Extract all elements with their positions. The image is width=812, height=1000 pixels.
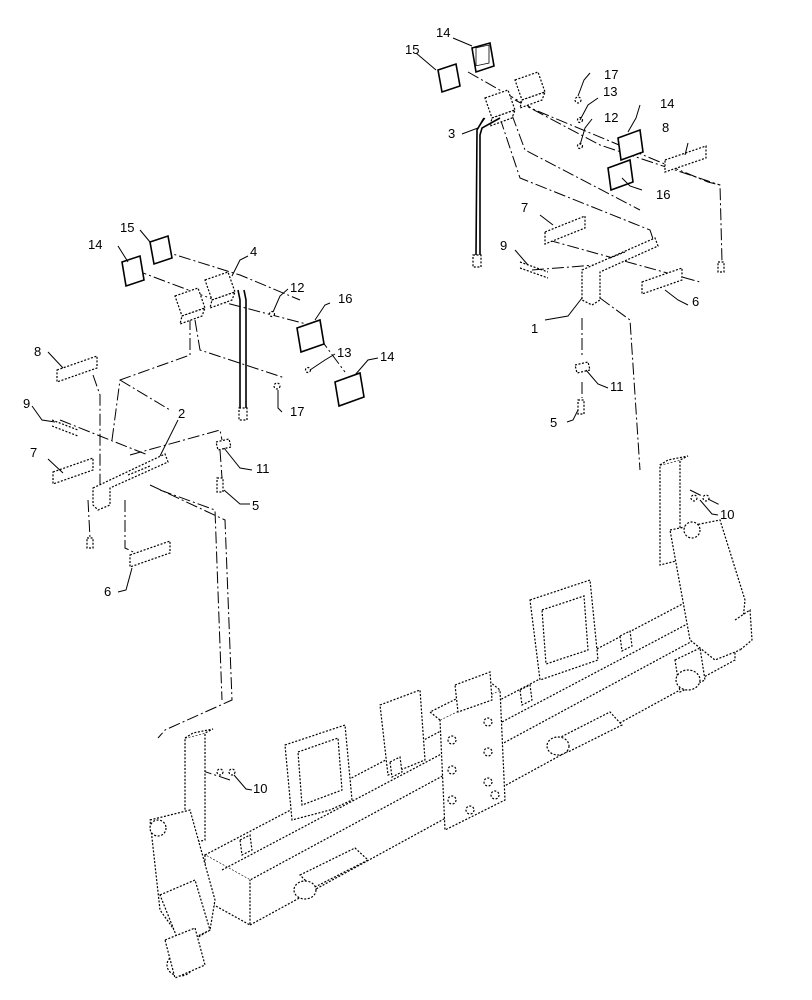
- bracket-2: [92, 453, 169, 511]
- callout-1: 1: [531, 321, 538, 336]
- lamp-housing-left: [174, 271, 237, 325]
- callout-5-right: 5: [550, 415, 557, 430]
- bolt-5-left: [216, 477, 224, 493]
- bolt-5-right: [577, 399, 585, 415]
- nut-12-left: [268, 310, 276, 318]
- lower-housing-a: [298, 847, 370, 889]
- screw-9-right: [519, 261, 549, 279]
- lens-16-left: [296, 318, 325, 354]
- leader-lines: [31, 37, 719, 791]
- decal-8-right: [664, 145, 707, 173]
- callout-14-right: 14: [660, 96, 674, 111]
- bolt-17-right: [574, 96, 582, 104]
- callout-14-left: 14: [88, 237, 102, 252]
- callout-13-right: 13: [603, 84, 617, 99]
- callout-17-left: 17: [290, 404, 304, 419]
- decal-7-right: [544, 215, 586, 245]
- callout-13-left: 13: [337, 345, 351, 360]
- callout-11-right: 11: [610, 379, 624, 394]
- right-lamp-assembly: [437, 41, 725, 502]
- callout-10-left: 10: [253, 781, 267, 796]
- lens-15-left: [149, 234, 173, 266]
- left-lamp-assembly: [51, 234, 365, 776]
- nut-10-left-a: [216, 768, 224, 776]
- callout-16-left: 16: [338, 291, 352, 306]
- callout-16-right: 16: [656, 187, 670, 202]
- callout-6-right: 6: [692, 294, 699, 309]
- callout-8-left: 8: [34, 344, 41, 359]
- callout-15-top: 15: [405, 42, 419, 57]
- lens-14-left: [121, 254, 145, 288]
- callout-8-right: 8: [662, 120, 669, 135]
- shank-bracket-d: [454, 671, 493, 713]
- callout-7-left: 7: [30, 445, 37, 460]
- lens-14-top: [471, 41, 495, 74]
- callout-2: 2: [178, 406, 185, 421]
- nut-10-right-a: [690, 494, 698, 502]
- washer-11-left: [215, 438, 232, 451]
- callout-11-left: 11: [256, 461, 270, 476]
- callout-17-right: 17: [604, 67, 618, 82]
- decal-6-right: [641, 267, 683, 295]
- nut-10-right-b: [702, 494, 710, 502]
- harness-wire-right: [472, 117, 501, 268]
- bolt-right-lower: [717, 261, 725, 273]
- lens-14-left-lower: [334, 371, 365, 408]
- nut-10-left-b: [228, 768, 236, 776]
- decal-7-left: [52, 457, 94, 485]
- callout-12-left: 12: [290, 280, 304, 295]
- lens-14-right: [617, 128, 644, 162]
- toolbar-frame: [149, 455, 753, 979]
- callout-10-right: 10: [720, 507, 734, 522]
- callout-5-left: 5: [252, 498, 259, 513]
- callout-3: 3: [448, 126, 455, 141]
- bolt-left-lower: [86, 537, 94, 549]
- decal-8-left: [56, 355, 98, 383]
- bracket-1: [581, 237, 659, 306]
- callout-12-right: 12: [604, 110, 618, 125]
- shank-bracket-c: [379, 689, 426, 776]
- callout-15-left: 15: [120, 220, 134, 235]
- callout-9-right: 9: [500, 238, 507, 253]
- screw-9-left: [51, 419, 79, 437]
- callout-14-top: 14: [436, 25, 450, 40]
- callout-14-left-lower: 14: [380, 349, 394, 364]
- lamp-housing-right: [484, 71, 547, 127]
- phantom-lines: [59, 71, 723, 781]
- decal-6-left: [129, 540, 171, 568]
- callout-9-left: 9: [23, 396, 30, 411]
- callout-4: 4: [250, 244, 257, 259]
- harness-wire-left: [237, 289, 248, 421]
- lens-15-top: [437, 62, 461, 94]
- callout-labels: 1 2 3 4 5 5 6 6 7 7 8 8 9 9 10 10 11 11 …: [23, 25, 734, 796]
- bolt-17-left: [273, 382, 281, 390]
- callout-6-left: 6: [104, 584, 111, 599]
- callout-7-right: 7: [521, 200, 528, 215]
- washer-13-left: [304, 366, 312, 374]
